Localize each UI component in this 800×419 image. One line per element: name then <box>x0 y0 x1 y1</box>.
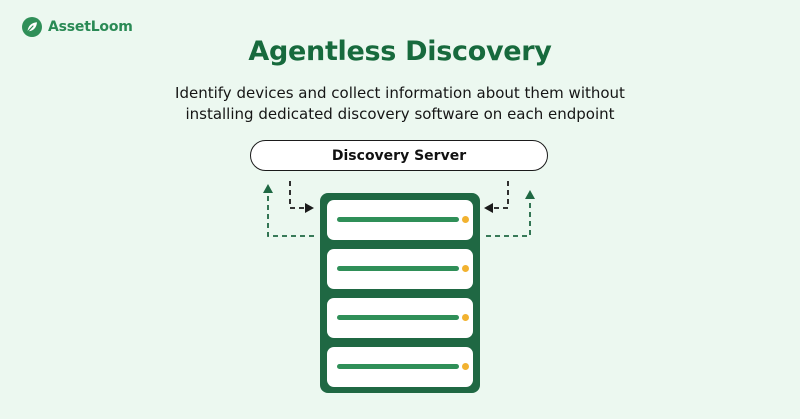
page-title: Agentless Discovery <box>248 36 552 67</box>
rack-unit <box>327 347 473 387</box>
status-led-icon <box>462 314 469 321</box>
rack-unit <box>327 298 473 338</box>
status-led-icon <box>462 216 469 223</box>
brand-name: AssetLoom <box>48 19 133 35</box>
brand-logo: AssetLoom <box>22 17 133 37</box>
outgoing-arrow-right <box>486 190 535 237</box>
rack-unit <box>327 200 473 240</box>
status-led-icon <box>462 363 469 370</box>
leaf-logo-icon <box>22 17 42 37</box>
status-led-icon <box>462 265 469 272</box>
incoming-arrow-right <box>484 181 509 213</box>
rack-unit-bar <box>337 266 459 271</box>
server-rack <box>320 193 480 393</box>
rack-unit-bar <box>337 364 459 369</box>
outgoing-arrow-left <box>263 184 314 237</box>
rack-unit-bar <box>337 315 459 320</box>
discovery-server-box: Discovery Server <box>250 140 548 171</box>
incoming-arrow-left <box>289 181 314 213</box>
page-subtitle: Identify devices and collect information… <box>175 84 625 123</box>
discovery-server-label: Discovery Server <box>331 147 467 164</box>
rack-unit-bar <box>337 217 459 222</box>
rack-unit <box>327 249 473 289</box>
